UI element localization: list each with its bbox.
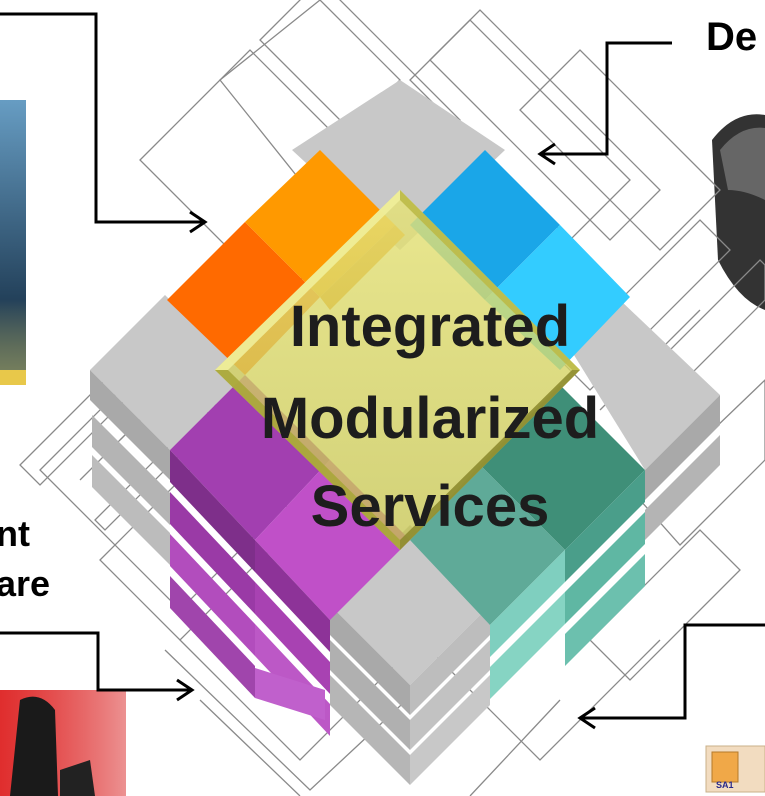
center-title-line-2: Modularized <box>260 386 600 451</box>
center-glass-block <box>215 190 580 550</box>
label-left-line-2: are <box>0 563 51 604</box>
arrowheads <box>176 142 596 730</box>
label-left-line-1: nt <box>0 513 30 554</box>
logo-bottom-right: SA1 <box>705 745 765 793</box>
photo-bottom-left <box>0 690 126 796</box>
connector-lines <box>0 12 765 720</box>
photo-top-right <box>712 114 765 311</box>
center-title-line-3: Services <box>310 474 550 539</box>
svg-text:SA1: SA1 <box>716 780 734 790</box>
center-title-line-1: Integrated <box>289 294 571 359</box>
label-top-right: De <box>706 15 758 59</box>
photo-top-left <box>0 100 26 385</box>
purple-quadrant <box>170 375 410 736</box>
